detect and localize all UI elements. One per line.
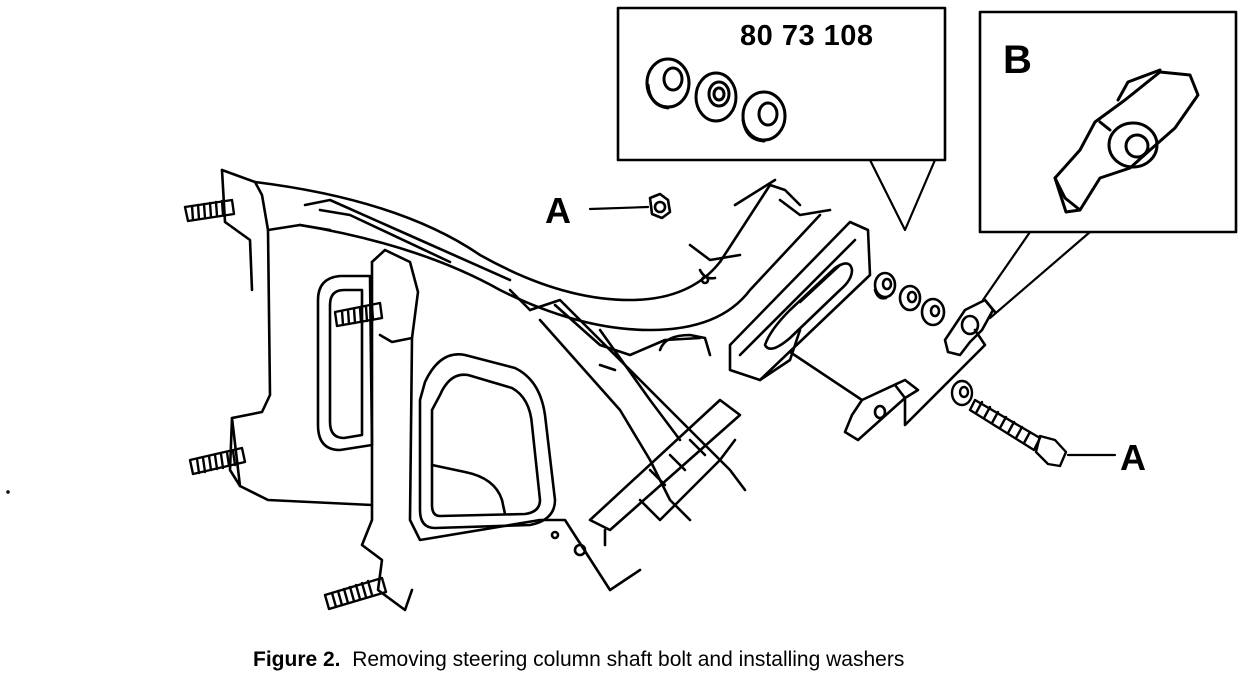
callout-a-upper-label: A: [545, 190, 571, 231]
exploded-washers: [873, 271, 946, 327]
leader-lines: [588, 205, 1117, 457]
steering-bracket: [220, 168, 872, 612]
part-number-label: 80 73 108: [740, 20, 874, 52]
callout-b-label: B: [1003, 38, 1032, 82]
clamp-detail-inset: [978, 10, 1238, 320]
stud-lower-left: [188, 446, 247, 476]
inset-washer-3: [741, 90, 787, 143]
figure-caption-text: Removing steering column shaft bolt and …: [352, 648, 905, 671]
figure-number: Figure 2.: [253, 648, 341, 671]
lower-bracket-plate: [788, 328, 987, 442]
inset-washer-1: [645, 57, 691, 110]
clamp-part: [1053, 68, 1200, 214]
callout-a-lower-label: A: [1120, 437, 1146, 478]
washer-kit-inset: [616, 6, 947, 232]
stud-bottom: [323, 576, 388, 611]
inset-washer-2: [694, 71, 738, 123]
shaft-clamp: [943, 298, 997, 357]
figure-caption: Figure 2. Removing steering column shaft…: [253, 648, 904, 672]
upper-nut: [648, 192, 672, 220]
shaft-bolt: [950, 379, 1068, 468]
stud-middle: [333, 301, 384, 328]
stud-upper-left: [183, 198, 236, 223]
mounting-studs: [183, 198, 388, 611]
